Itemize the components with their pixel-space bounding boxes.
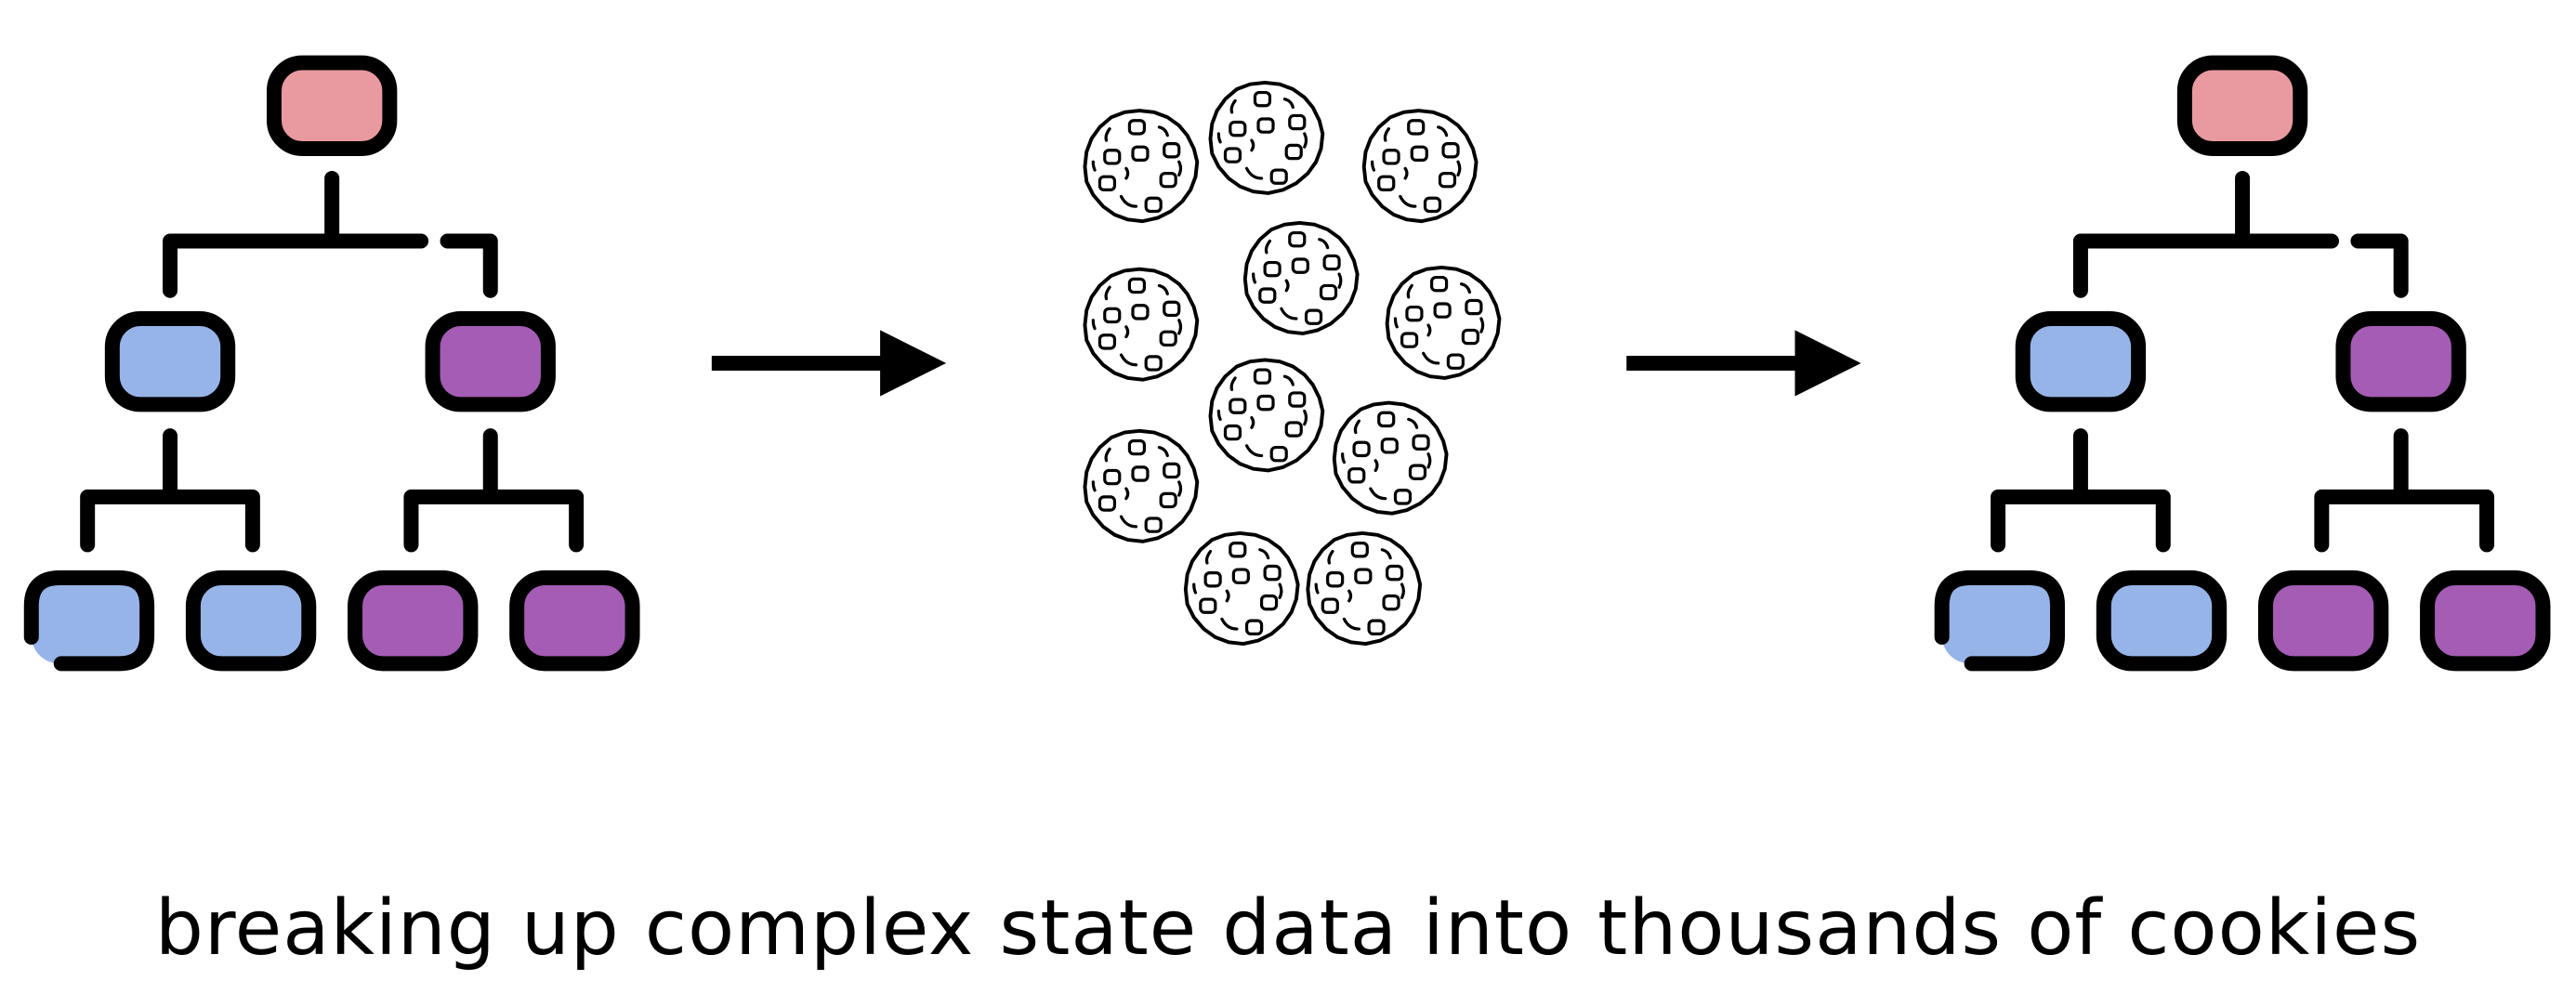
arrow-right xyxy=(1626,330,1860,396)
cookie-icon xyxy=(1208,358,1325,473)
caption: breaking up complex state data into thou… xyxy=(154,884,2422,973)
arrow-right-icon xyxy=(1626,330,1860,396)
arrow-right-icon xyxy=(712,330,946,396)
hierarchy-tree-icon xyxy=(1942,63,2543,664)
cookie-icon xyxy=(1361,109,1479,224)
cookie-icon xyxy=(1208,80,1325,195)
left-tree xyxy=(32,63,633,664)
cookie-icon xyxy=(1385,265,1502,380)
cookie-icon xyxy=(1306,531,1423,646)
cookie-icon xyxy=(1332,400,1449,516)
cookie-pile xyxy=(1083,80,1502,646)
cookie-icon xyxy=(1083,267,1200,382)
arrow-left xyxy=(712,330,946,396)
cookie-icon xyxy=(1083,109,1200,224)
cookie-icon xyxy=(1083,428,1200,543)
cookie-icon xyxy=(1183,531,1300,646)
right-tree xyxy=(1942,63,2543,664)
hierarchy-tree-icon xyxy=(32,63,633,664)
cookie-icon xyxy=(1242,220,1360,335)
